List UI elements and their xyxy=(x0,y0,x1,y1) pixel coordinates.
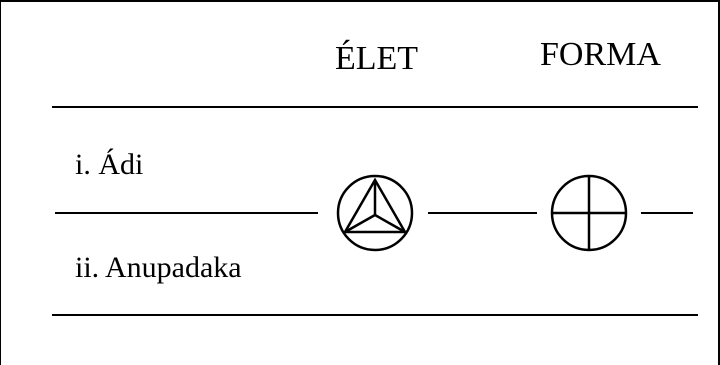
row-label-adi: i. Ádi xyxy=(75,148,144,181)
column-header-life: ÉLET xyxy=(335,40,419,77)
form-symbol-icon xyxy=(550,174,628,252)
column-header-form: FORMA xyxy=(540,36,661,73)
row-label-anupadaka: ii. Anupadaka xyxy=(75,251,242,284)
life-symbol-icon xyxy=(336,174,414,252)
